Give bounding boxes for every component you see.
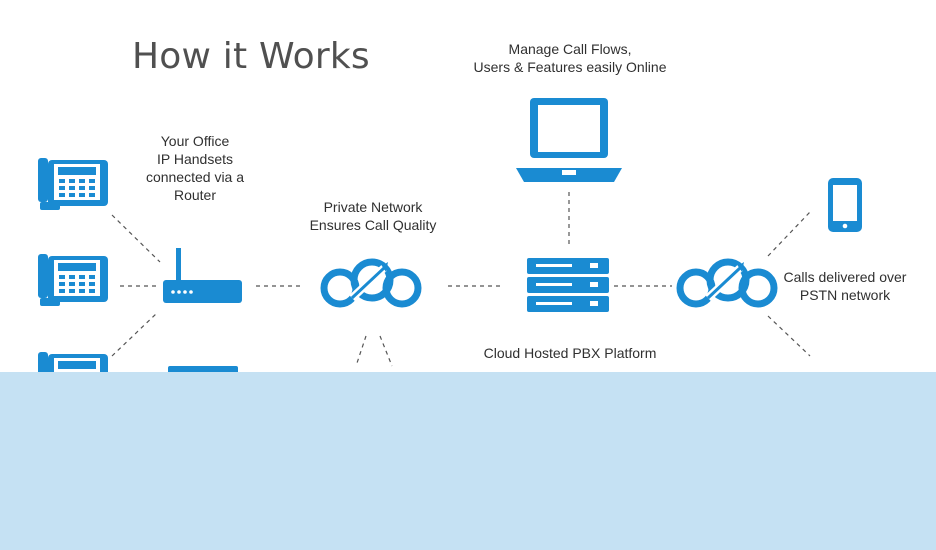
- desk-phone-icon: [38, 158, 108, 210]
- label-private-network: Private Network Ensures Call Quality: [309, 199, 437, 233]
- overlay-panel: [0, 372, 936, 550]
- label-pstn: Calls delivered over PSTN network: [783, 269, 907, 303]
- label-office: Your Office IP Handsets connected via a …: [145, 133, 245, 203]
- label-manage: Manage Call Flows, Users & Features easi…: [473, 41, 667, 75]
- router-icon: [163, 248, 242, 303]
- label-pbx: Cloud Hosted PBX Platform: [483, 345, 657, 361]
- cloud-icon: [680, 262, 774, 304]
- laptop-icon: [516, 98, 622, 182]
- mobile-phone-icon: [828, 178, 862, 232]
- server-stack-icon: [527, 258, 609, 312]
- cloud-icon: [324, 262, 418, 304]
- desk-phone-icon: [38, 254, 108, 306]
- diagram-title: How it Works: [132, 36, 370, 77]
